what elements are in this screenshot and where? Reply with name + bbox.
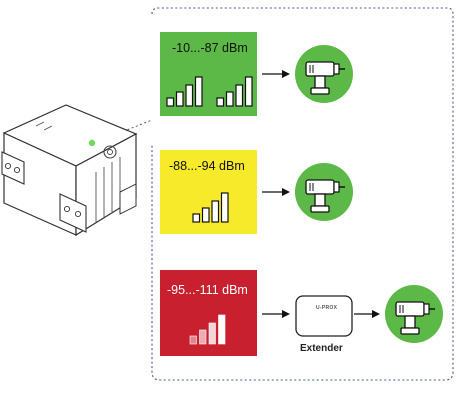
led-indicator [88, 139, 96, 147]
bars-strong [166, 76, 253, 107]
signal-bar [208, 322, 216, 345]
signal-bar [185, 84, 194, 107]
signal-bar [199, 329, 207, 345]
extender-icon [295, 295, 353, 337]
signal-bar [218, 314, 226, 345]
signal-bar [235, 84, 244, 107]
signal-bar [194, 76, 203, 107]
signal-bar [189, 335, 197, 345]
arrow-right-icon [354, 310, 380, 318]
range-label-weak: -95...-111 dBm [167, 283, 248, 297]
range-label-strong: -10...-87 dBm [172, 41, 248, 55]
signal-bar [166, 97, 175, 107]
bars-medium [192, 192, 229, 223]
signal-bar [225, 91, 234, 107]
panel-weak [160, 270, 257, 356]
drill-icon [385, 285, 443, 343]
signal-bar [220, 192, 229, 223]
range-label-medium: -88...-94 dBm [169, 159, 245, 173]
arrow-right-icon [262, 188, 290, 196]
arrow-right-icon [262, 310, 290, 318]
extender-logo: U-PROX [316, 305, 338, 311]
signal-bar [244, 76, 253, 107]
dotted-frame [151, 7, 454, 381]
extender-label: Extender [300, 343, 343, 354]
drill-icon [295, 163, 353, 221]
drill-icon [295, 45, 353, 103]
relay-module-icon [1, 104, 138, 237]
arrow-right-icon [262, 70, 290, 78]
signal-bar [211, 200, 220, 223]
signal-bar [216, 97, 225, 107]
signal-bar [192, 213, 201, 223]
signal-bar [175, 91, 184, 107]
bars-weak [189, 314, 226, 345]
signal-bar [201, 207, 210, 223]
